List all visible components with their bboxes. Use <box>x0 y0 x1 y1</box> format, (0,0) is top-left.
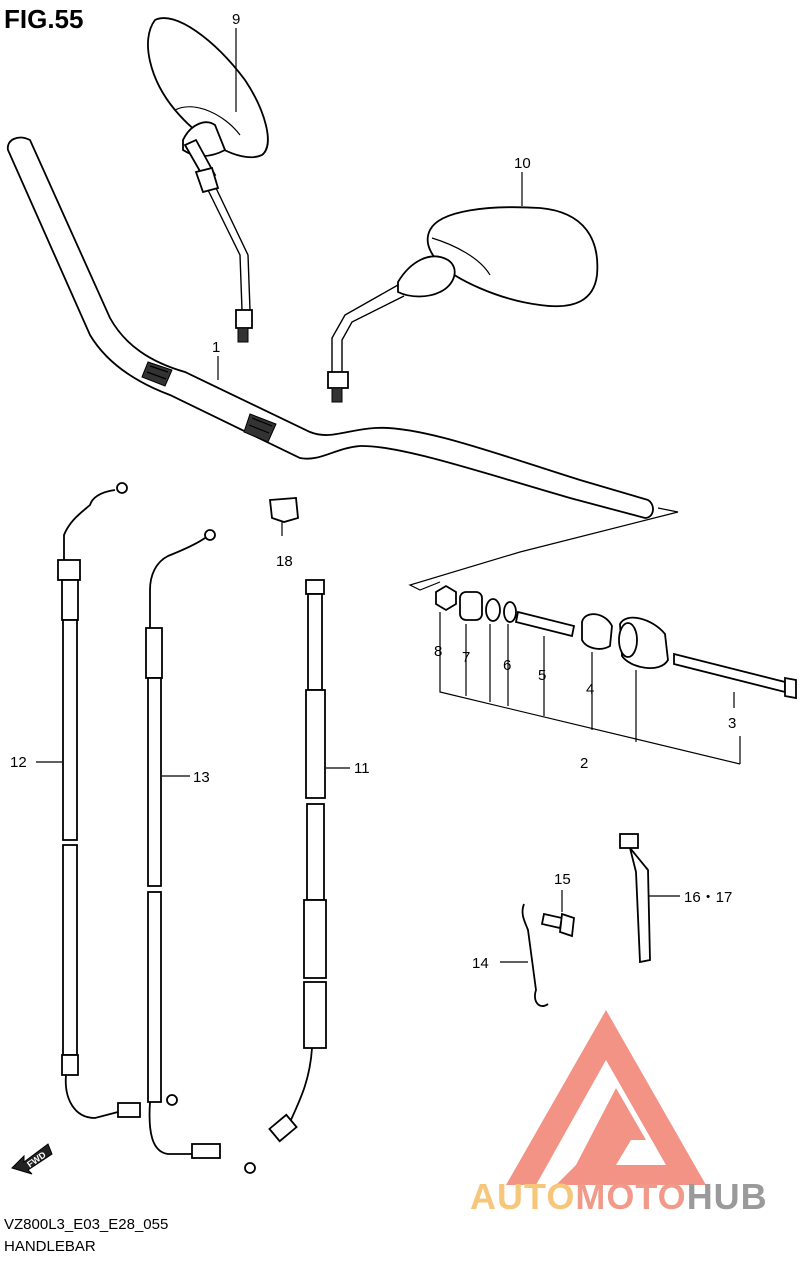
callout-14: 14 <box>472 955 489 972</box>
cable-11[interactable] <box>244 579 327 1174</box>
callout-10: 10 <box>514 155 531 172</box>
clip-18[interactable] <box>269 497 299 523</box>
watermark-auto: AUTO <box>470 1176 576 1217</box>
callout-6: 6 <box>503 657 511 674</box>
mirror-left[interactable] <box>147 17 269 343</box>
callout-15: 15 <box>554 871 571 888</box>
cable-13[interactable] <box>145 529 221 1159</box>
callout-8: 8 <box>434 643 442 660</box>
group-outline <box>408 507 679 591</box>
callout-2: 2 <box>580 755 588 772</box>
weight-leaders <box>439 612 741 765</box>
callout-12: 12 <box>10 754 27 771</box>
callout-1: 1 <box>212 339 220 356</box>
weight-assembly[interactable] <box>435 584 797 700</box>
callout-18: 18 <box>276 553 293 570</box>
callout-3: 3 <box>728 715 736 732</box>
bracket-14[interactable] <box>521 903 549 1007</box>
figure-title: FIG.55 <box>4 4 84 34</box>
callout-4: 4 <box>586 681 594 698</box>
leader-lines <box>36 28 680 963</box>
figure-name: HANDLEBAR <box>4 1238 96 1255</box>
cable-12[interactable] <box>57 482 141 1119</box>
figure-code: VZ800L3_E03_E28_055 <box>4 1216 169 1233</box>
tie-16-17[interactable] <box>619 833 651 964</box>
callout-13: 13 <box>193 769 210 786</box>
handlebar[interactable] <box>6 136 654 519</box>
watermark-text: AUTOMOTOHUB <box>470 1176 768 1218</box>
callout-9: 9 <box>232 11 240 28</box>
watermark-hub: HUB <box>686 1176 768 1217</box>
bolt-15[interactable] <box>540 912 575 938</box>
automotohub-logo-icon <box>506 1010 706 1185</box>
mirror-right[interactable] <box>327 206 599 403</box>
fwd-arrow-icon: FWD <box>11 1143 53 1175</box>
callout-7: 7 <box>462 649 470 666</box>
watermark-moto: MOTO <box>575 1176 687 1217</box>
callout-16-17: 16・17 <box>684 889 732 906</box>
callout-11: 11 <box>354 760 370 777</box>
callout-5: 5 <box>538 667 546 684</box>
